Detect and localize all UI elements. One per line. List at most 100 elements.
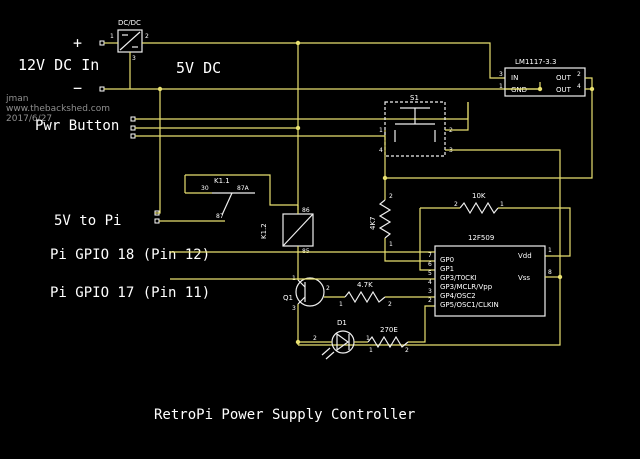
to-pi-label: 5V to Pi [54,213,121,229]
watermark-site: www.thebackshed.com [6,104,110,114]
svg-text:1: 1 [379,127,383,134]
resistor-feedback-label: 10K [472,192,486,200]
svg-text:1: 1 [369,347,373,354]
svg-text:2: 2 [313,335,317,342]
svg-text:2: 2 [454,201,458,208]
svg-text:IN: IN [511,74,518,82]
led-label: D1 [337,319,347,327]
svg-text:4: 4 [577,83,581,90]
svg-text:87: 87 [216,213,224,220]
svg-text:GP3/T0CKI: GP3/T0CKI [440,274,477,282]
svg-text:87A: 87A [237,185,250,192]
relay-contact-k1-1: K1.1 30 87A 87 [201,177,255,220]
mcu-12f509: 12F509 GP0 GP1 GP3/T0CKI GP3/MCLR/Vpp GP… [428,234,552,317]
svg-text:4: 4 [428,279,432,286]
svg-text:2: 2 [405,347,409,354]
plus-label: + [73,34,82,52]
svg-text:3: 3 [499,71,503,78]
wire-reg-out-join [585,77,593,90]
pwr-button-label: Pwr Button [35,118,119,134]
svg-text:1: 1 [366,335,370,342]
wire-led-to-gp5 [408,305,435,343]
resistor-feedback-10k: 10K 2 1 [454,192,504,215]
regulator-lm1117: LM1117-3.3 IN GND OUT OUT 3 1 2 4 [499,58,586,97]
pi-terminal-2 [154,218,160,224]
switch-s1: S1 1 2 3 4 [379,94,453,157]
regulator-label: LM1117-3.3 [515,58,556,66]
svg-text:86: 86 [302,207,310,214]
minus-terminal [99,86,105,92]
relay-coil-k1-2: K1.2 86 85 [260,207,314,255]
svg-text:7: 7 [428,252,432,259]
svg-text:4: 4 [379,147,383,154]
resistor-pullup-label: 4K7 [369,217,377,231]
transistor-q1: Q1 1 2 3 [283,275,330,312]
svg-text:2: 2 [389,193,393,200]
svg-text:1: 1 [339,301,343,308]
svg-text:GND: GND [511,86,527,94]
wire-pwr-1 [135,102,469,120]
svg-text:3: 3 [428,288,432,295]
svg-text:2: 2 [577,71,581,78]
gpio17-label: Pi GPIO 17 (Pin 11) [50,285,210,301]
svg-text:2: 2 [388,301,392,308]
wire-s1-pin2 [445,102,469,131]
resistor-base-label: 4.7K [357,281,373,289]
wire-k1-30-feed [185,174,298,206]
resistor-led-label: 270E [380,326,398,334]
svg-text:1: 1 [389,241,393,248]
wire-10k-to-gp3 [419,208,435,271]
watermark-author: jman [5,94,29,104]
rail-label: 5V DC [176,59,221,77]
svg-text:OUT: OUT [556,86,572,94]
input-label: 12V DC In [18,56,99,74]
svg-text:Vdd: Vdd [518,252,532,260]
wire-pwr-3 [135,130,386,137]
svg-text:1: 1 [110,33,114,40]
transistor-label: Q1 [283,294,293,302]
wire-5v-rail [142,42,505,79]
pwr-terminal-2 [130,125,136,131]
svg-text:2: 2 [145,33,149,40]
resistor-base-4-7k: 4.7K 1 2 [339,281,392,308]
wire-s1-pin3-ground [298,149,561,346]
wire-pullup-to-gp1 [384,238,435,262]
svg-text:GP3/MCLR/Vpp: GP3/MCLR/Vpp [440,283,493,291]
svg-text:GP4/OSC2: GP4/OSC2 [440,292,476,300]
resistor-led-270e: 270E 1 2 [367,326,409,354]
pwr-terminal-1 [130,116,136,122]
wire-ground-bus [104,82,541,90]
plus-terminal [99,40,105,46]
gpio18-label: Pi GPIO 18 (Pin 12) [50,247,210,263]
svg-text:5: 5 [428,270,432,277]
svg-text:3: 3 [132,55,136,62]
svg-text:GP1: GP1 [440,265,454,273]
svg-text:6: 6 [428,261,432,268]
svg-text:OUT: OUT [556,74,572,82]
svg-text:GP0: GP0 [440,256,454,264]
resistor-pullup-4k7: 4K7 2 1 [369,193,393,248]
svg-text:2: 2 [326,285,330,292]
svg-text:1: 1 [499,83,503,90]
dcdc-label: DC/DC [118,19,141,27]
wire-3v3-rail [384,89,593,200]
svg-text:Vss: Vss [518,274,530,282]
wire-10k-to-vdd [498,207,571,257]
minus-label: − [73,79,82,97]
relay-coil-label: K1.2 [260,223,268,239]
diagram-title: RetroPi Power Supply Controller [154,407,415,423]
svg-text:30: 30 [201,185,209,192]
watermark-date: 2017/6/27 [6,114,52,124]
svg-text:3: 3 [292,305,296,312]
led-d1: D1 1 2 [313,319,370,360]
wire-pi-gnd [155,89,161,214]
switch-label: S1 [410,94,419,102]
svg-text:1: 1 [548,247,552,254]
svg-text:8: 8 [548,269,552,276]
relay-contact-label: K1.1 [214,177,230,185]
pwr-terminal-3 [130,133,136,139]
svg-text:GP5/OSC1/CLKIN: GP5/OSC1/CLKIN [440,301,499,309]
mcu-label: 12F509 [468,234,494,242]
svg-text:2: 2 [428,297,432,304]
